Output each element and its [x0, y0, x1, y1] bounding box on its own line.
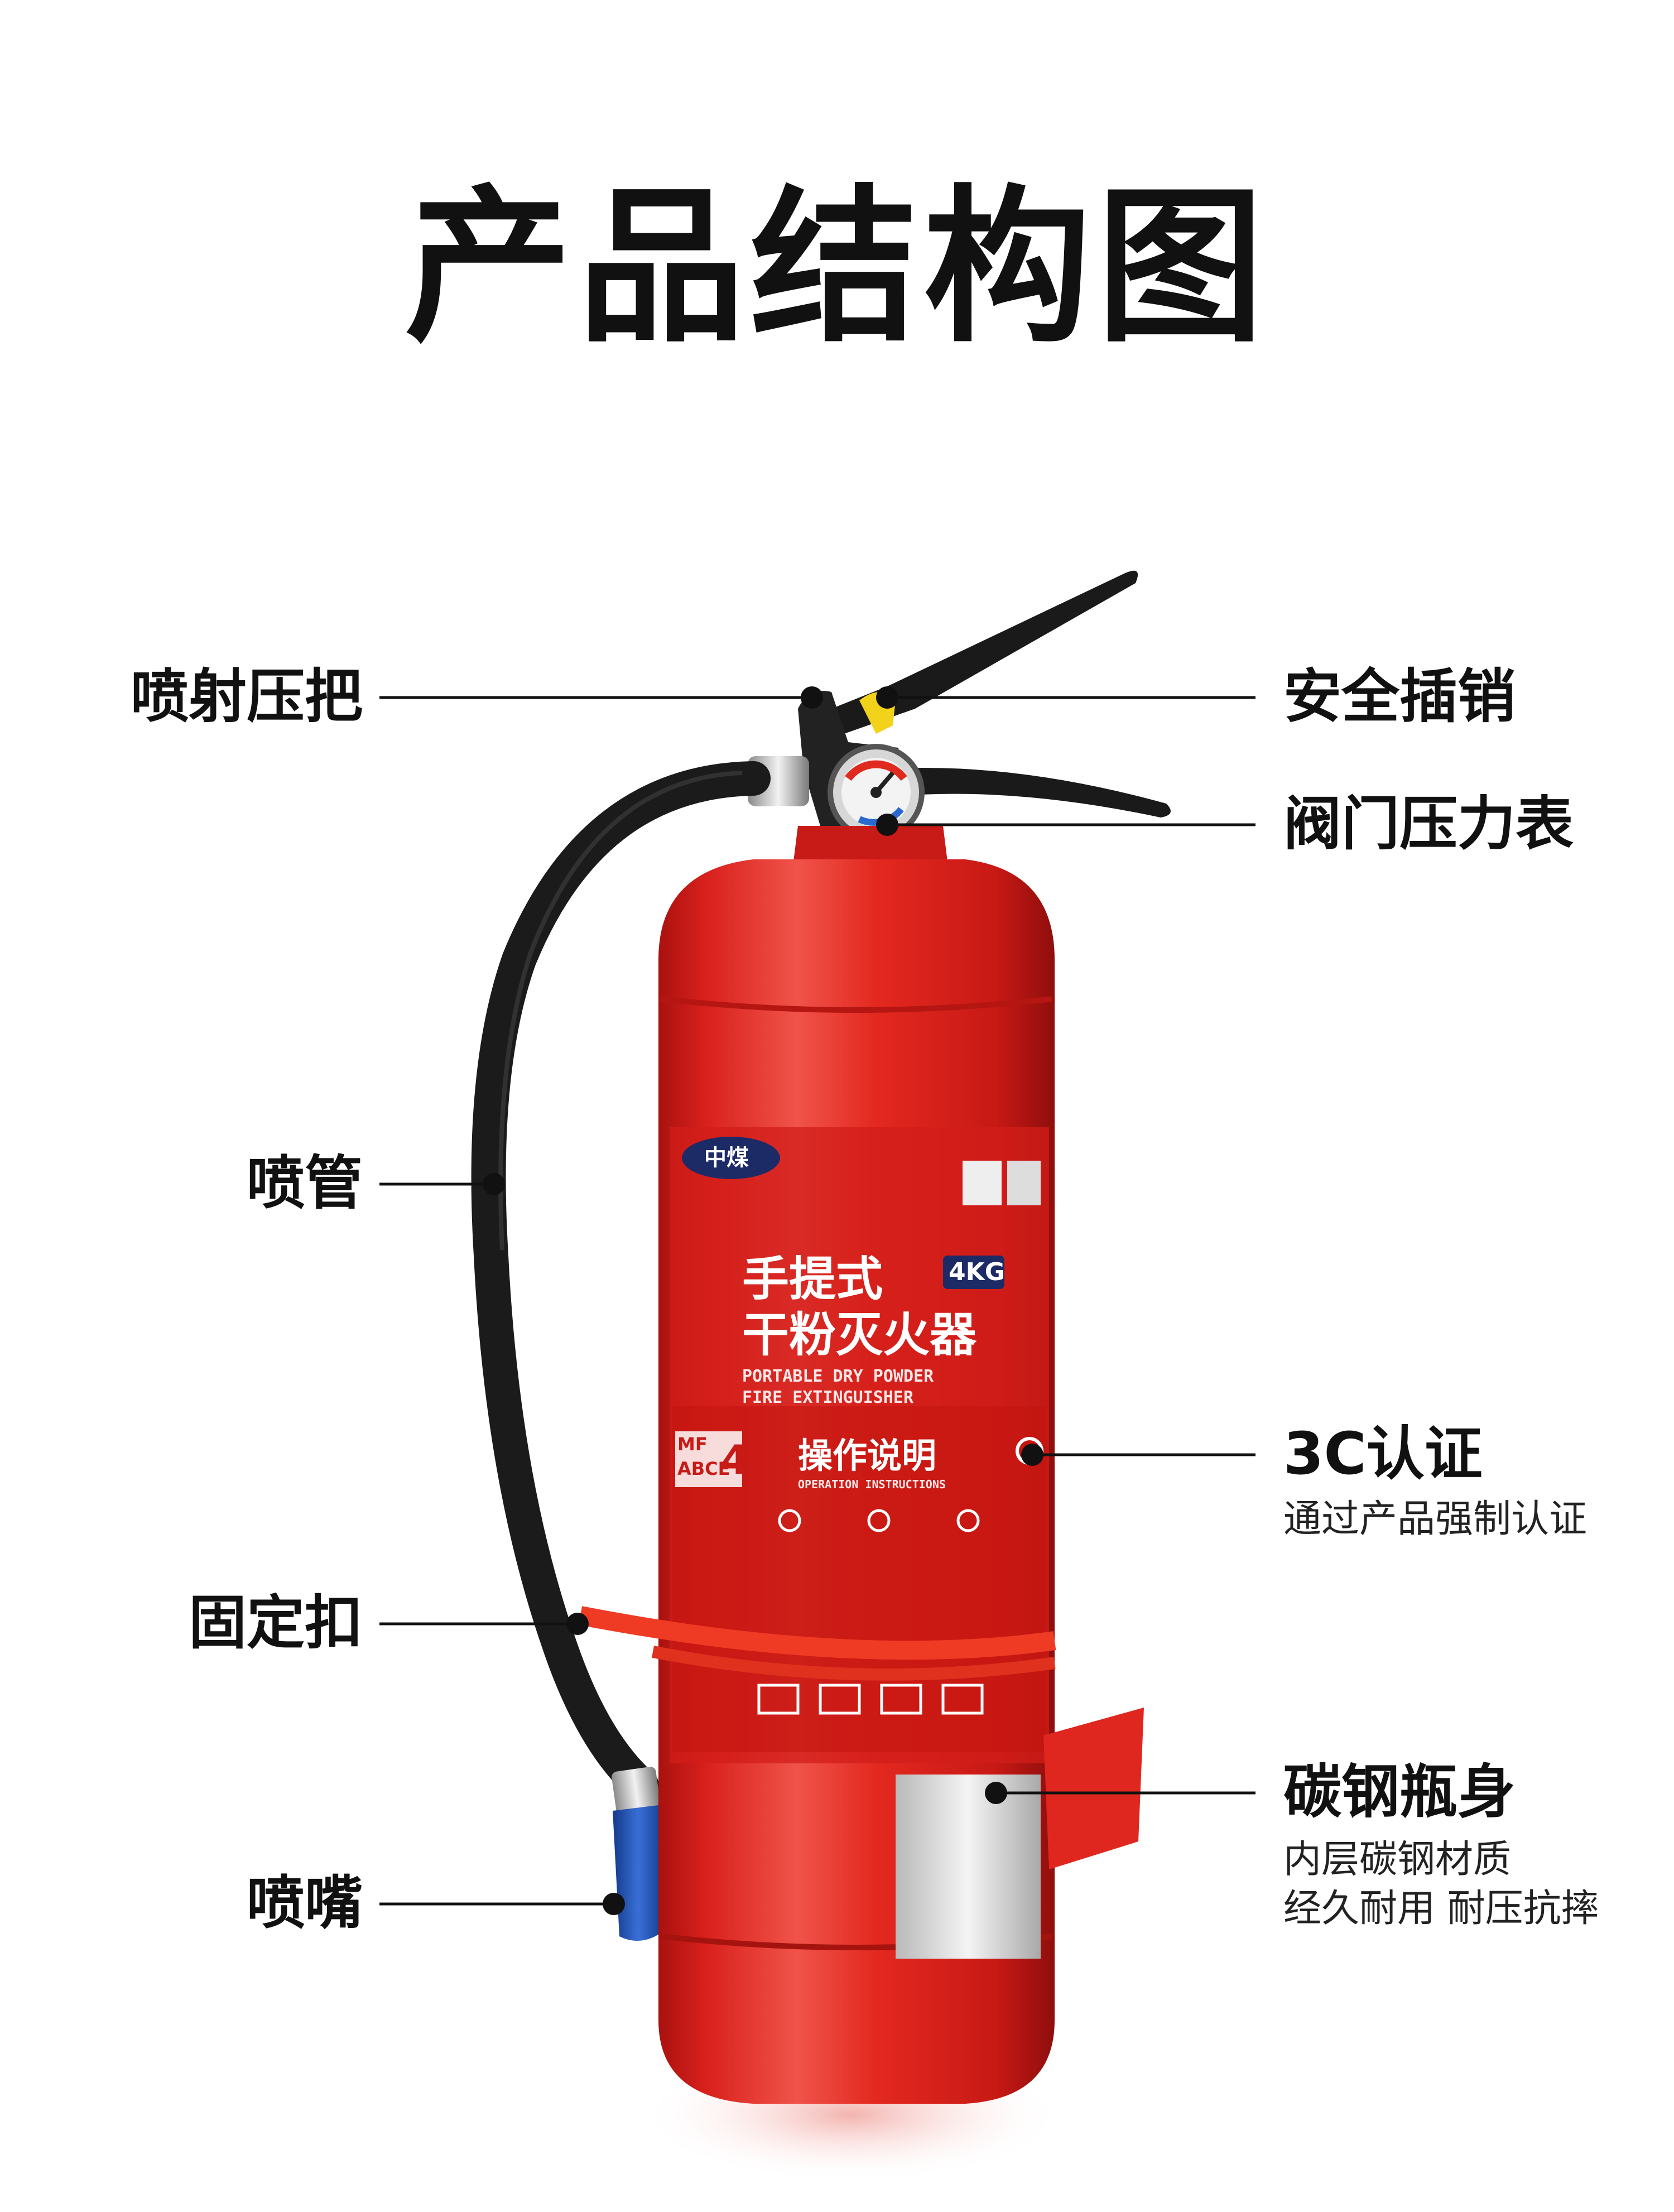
callout-certification-desc: 通过产品强制认证 — [1283, 1497, 1588, 1541]
callout-clamp: 固定扣 — [188, 1589, 363, 1657]
label-model-2: ABCE — [677, 1458, 730, 1479]
clamp-band — [578, 1606, 1056, 1660]
label-weight: 4KG — [949, 1258, 1005, 1286]
label-instructions: 操作说明 — [798, 1435, 937, 1476]
label-model-num: 4 — [721, 1436, 749, 1483]
callout-certification: 3C认证 — [1283, 1420, 1483, 1488]
label-english-2: FIRE EXTINGUISHER — [742, 1388, 914, 1407]
qr-code — [963, 1161, 1002, 1205]
nozzle-ferrule — [612, 1767, 661, 1816]
leader-lines — [379, 696, 1256, 1906]
callout-body: 碳钢瓶身 — [1283, 1758, 1516, 1826]
nozzle — [613, 1805, 664, 1941]
label-product-name-1: 手提式 — [742, 1252, 883, 1306]
label-english-1: PORTABLE DRY POWDER — [742, 1367, 934, 1386]
label-instructions-en: OPERATION INSTRUCTIONS — [798, 1478, 946, 1491]
callout-safety-pin: 安全插销 — [1283, 662, 1516, 730]
callout-spray-handle: 喷射压把 — [130, 662, 363, 730]
carbon-steel-plate — [896, 1775, 1041, 1959]
label-model-1: MF — [677, 1434, 708, 1455]
carry-handle — [870, 768, 1171, 818]
leader-dots — [483, 686, 1043, 1915]
brand-badge — [682, 1137, 780, 1179]
callout-body-desc-1: 内层碳钢材质 — [1283, 1838, 1512, 1882]
weight-badge — [943, 1256, 1004, 1289]
callout-valve-gauge: 阀门压力表 — [1283, 790, 1574, 858]
spray-handle-lever — [804, 570, 1138, 742]
callout-body-desc-2: 经久耐用 耐压抗摔 — [1283, 1887, 1599, 1931]
wall-bracket — [1043, 1708, 1144, 1869]
callout-nozzle: 喷嘴 — [246, 1869, 363, 1937]
label-product-name-2: 干粉灭火器 — [742, 1307, 977, 1362]
label-brand: 中煤 — [704, 1145, 749, 1171]
warning-icons — [757, 1684, 984, 1715]
callout-hose: 喷管 — [246, 1149, 363, 1217]
page-title: 产品结构图 — [405, 170, 1269, 365]
model-box — [675, 1431, 742, 1487]
